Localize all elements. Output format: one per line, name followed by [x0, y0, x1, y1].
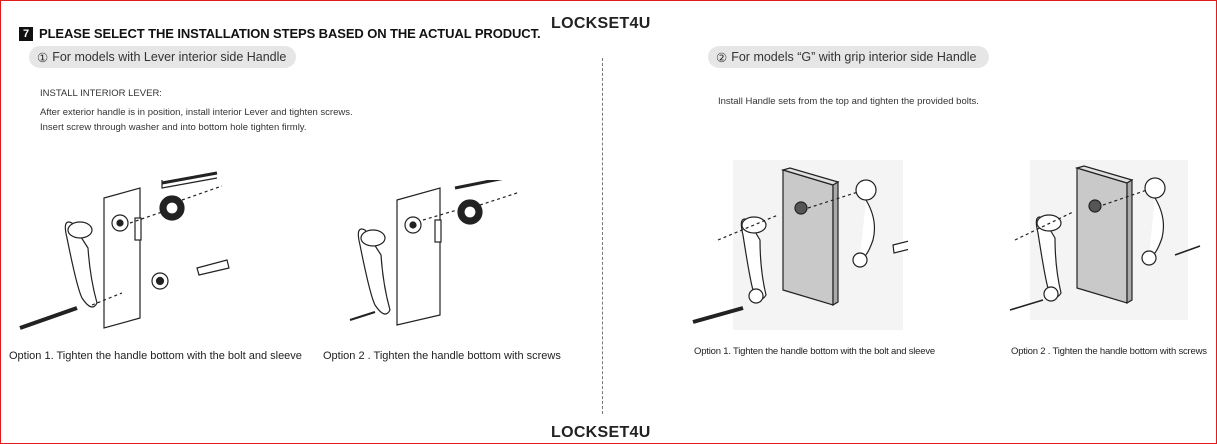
section-divider — [602, 58, 603, 414]
brand-top: LOCKSET4U — [551, 15, 651, 32]
grip-option2-illustration — [1009, 160, 1201, 320]
install-line-2: Insert screw through washer and into bot… — [40, 122, 307, 133]
lever-option1-illustration — [19, 171, 230, 330]
grip-option2-caption: Option 2 . Tighten the handle bottom wit… — [1011, 346, 1207, 357]
brand-bottom: LOCKSET4U — [551, 424, 651, 441]
grip-option1-caption: Option 1. Tighten the handle bottom with… — [694, 346, 935, 357]
circled-number-one: ① — [37, 50, 49, 65]
grip-model-label: For models “G” with grip interior side H… — [731, 50, 977, 64]
grip-option1-illustration — [692, 160, 908, 330]
lever-model-label: For models with Lever interior side Hand… — [52, 50, 287, 64]
install-heading: INSTALL INTERIOR LEVER: — [40, 88, 162, 99]
step-number-badge: 7 — [19, 26, 33, 41]
lever-option1-caption: Option 1. Tighten the handle bottom with… — [9, 350, 302, 362]
circled-number-two: ② — [716, 50, 728, 65]
lever-option2-caption: Option 2 . Tighten the handle bottom wit… — [323, 350, 561, 362]
grip-instruction: Install Handle sets from the top and tig… — [718, 96, 979, 107]
grip-model-pill: ② For models “G” with grip interior side… — [708, 46, 989, 68]
step-header: 7 PLEASE SELECT THE INSTALLATION STEPS B… — [19, 26, 541, 41]
install-line-1: After exterior handle is in position, in… — [40, 107, 353, 118]
step-title: PLEASE SELECT THE INSTALLATION STEPS BAS… — [39, 26, 541, 41]
lever-model-pill: ① For models with Lever interior side Ha… — [29, 46, 296, 68]
lever-option2-illustration — [349, 180, 521, 326]
